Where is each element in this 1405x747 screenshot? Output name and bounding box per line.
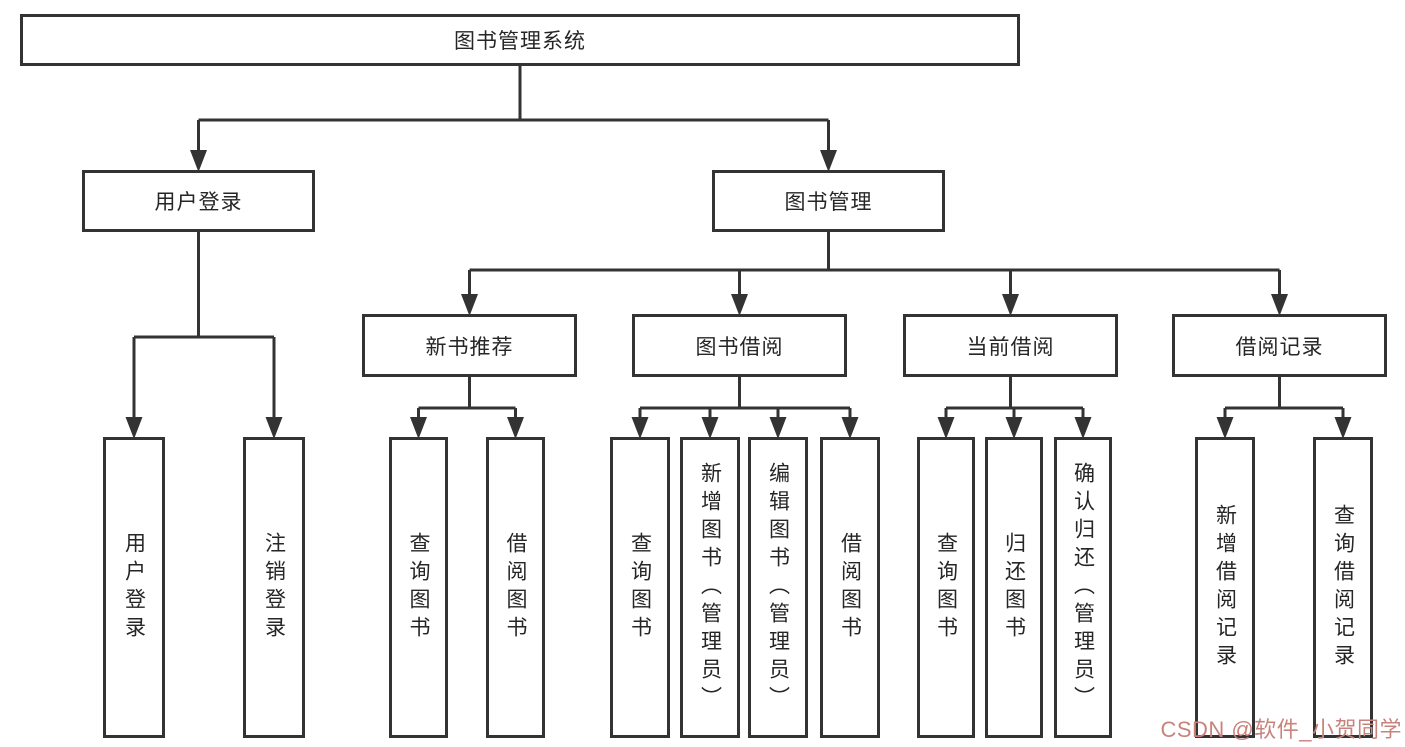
leaf-current-return-books: 归还图书	[985, 437, 1043, 738]
arrowhead-icon	[1074, 417, 1092, 439]
arrowhead-icon	[410, 417, 427, 439]
node-borrow-record: 借阅记录	[1172, 314, 1387, 377]
leaf-newbooks-borrow-books: 借阅图书	[486, 437, 545, 738]
arrowhead-icon	[820, 150, 837, 172]
arrowhead-icon	[701, 417, 719, 439]
arrowhead-icon	[190, 150, 207, 172]
arrowhead-icon	[1005, 417, 1023, 439]
arrowhead-icon	[937, 417, 955, 439]
arrowhead-icon	[1216, 417, 1234, 439]
arrowhead-icon	[1271, 294, 1288, 316]
arrowhead-icon	[507, 417, 524, 439]
leaf-logout: 注销登录	[243, 437, 305, 738]
node-new-book-recommend: 新书推荐	[362, 314, 577, 377]
arrowhead-icon	[631, 417, 649, 439]
connector-new-books-to-leaves	[417, 377, 517, 434]
connector-book-mgmt-to-level3	[468, 232, 1281, 312]
arrowhead-icon	[1002, 294, 1019, 316]
node-current-borrow: 当前借阅	[903, 314, 1118, 377]
connector-root-to-level2	[197, 66, 830, 168]
watermark: CSDN @软件_小贺同学	[1160, 717, 1402, 742]
leaf-current-confirm-return-admin: 确认归还（管理员）	[1054, 437, 1112, 738]
leaf-user-login: 用户登录	[103, 437, 165, 738]
connector-book-borrow-to-leaves	[638, 377, 852, 434]
arrowheads	[125, 150, 1352, 439]
arrowhead-icon	[461, 294, 478, 316]
leaf-record-query: 查询借阅记录	[1313, 437, 1373, 738]
node-book-borrow: 图书借阅	[632, 314, 847, 377]
node-book-management: 图书管理	[712, 170, 945, 232]
leaf-record-add: 新增借阅记录	[1195, 437, 1255, 738]
leaf-current-query-books: 查询图书	[917, 437, 975, 738]
arrowhead-icon	[769, 417, 787, 439]
arrowhead-icon	[841, 417, 859, 439]
leaf-borrow-query-books: 查询图书	[610, 437, 670, 738]
node-user-login: 用户登录	[82, 170, 315, 232]
connector-user-login-to-leaves	[132, 232, 276, 434]
arrowhead-icon	[731, 294, 748, 316]
connector-borrow-record-to-leaves	[1223, 377, 1345, 434]
leaf-borrow-borrow-books: 借阅图书	[820, 437, 880, 738]
leaf-borrow-edit-books-admin: 编辑图书（管理员）	[748, 437, 808, 738]
leaf-borrow-add-books-admin: 新增图书（管理员）	[680, 437, 740, 738]
arrowhead-icon	[1334, 417, 1352, 439]
node-root: 图书管理系统	[20, 14, 1020, 66]
arrowhead-icon	[125, 417, 143, 439]
arrowhead-icon	[265, 417, 283, 439]
leaf-newbooks-query-books: 查询图书	[389, 437, 448, 738]
